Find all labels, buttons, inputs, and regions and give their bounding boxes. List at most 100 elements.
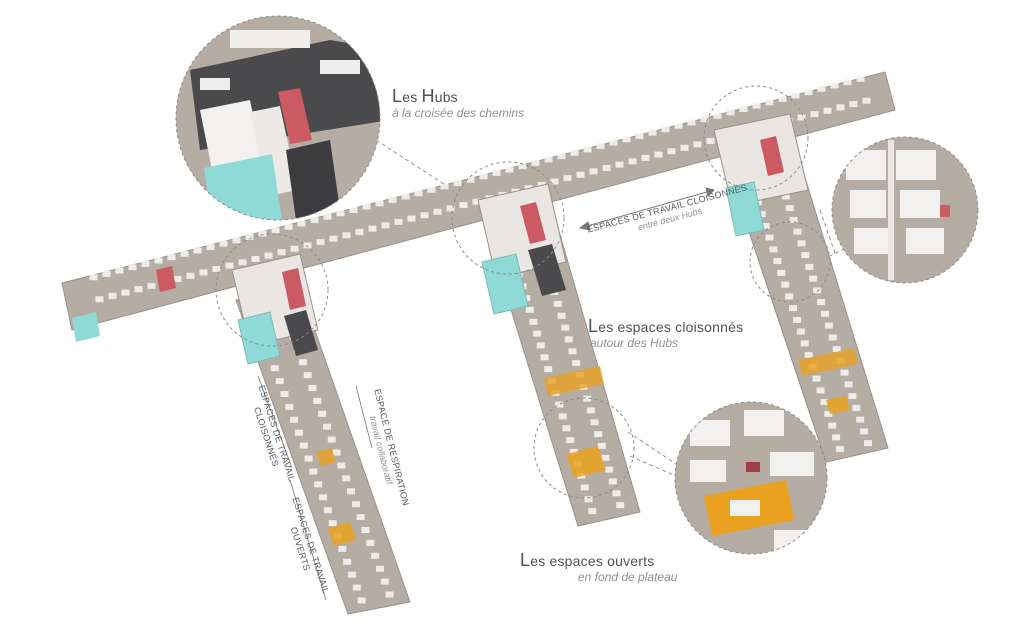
desk-right-wing bbox=[820, 399, 829, 406]
hubs-title: Les Hubs bbox=[392, 86, 458, 106]
hub-dark-mid bbox=[528, 244, 566, 296]
desk-left-wing bbox=[337, 462, 346, 469]
desk-main-corridor bbox=[154, 257, 163, 264]
desk-main-corridor bbox=[368, 225, 377, 232]
desk-left-wing bbox=[343, 558, 352, 565]
desk-main-corridor bbox=[576, 171, 585, 178]
desk-main-corridor bbox=[245, 233, 254, 240]
desk-right-wing bbox=[793, 316, 801, 323]
desk-left-wing bbox=[319, 494, 327, 501]
desk-main-corridor bbox=[596, 143, 605, 149]
desk-main-corridor bbox=[349, 207, 358, 213]
desk-middle-wing bbox=[583, 395, 592, 402]
zoom-ouverts bbox=[674, 401, 828, 555]
desk-middle-wing bbox=[544, 366, 553, 373]
desk-left-wing bbox=[290, 416, 299, 423]
desk-right-wing bbox=[860, 428, 869, 435]
desk-main-corridor bbox=[199, 269, 208, 276]
desk-middle-wing bbox=[572, 360, 581, 367]
desk-right-wing bbox=[809, 275, 818, 282]
desk-main-corridor bbox=[856, 75, 865, 82]
desk-main-corridor bbox=[602, 165, 611, 171]
yellow-zone-right-2 bbox=[826, 396, 850, 414]
desk-main-corridor bbox=[290, 245, 299, 252]
desk-left-wing bbox=[295, 429, 303, 436]
desk-right-wing bbox=[781, 193, 790, 200]
desk-right-wing bbox=[757, 211, 766, 218]
desk-main-corridor bbox=[329, 235, 338, 242]
desk-main-corridor bbox=[258, 230, 267, 237]
desk-right-wing bbox=[769, 246, 778, 253]
desk-left-wing bbox=[323, 423, 331, 430]
desk-left-wing bbox=[280, 391, 289, 397]
desk-main-corridor bbox=[654, 151, 663, 158]
desk-right-wing bbox=[848, 393, 857, 400]
desk-main-corridor bbox=[147, 282, 156, 289]
desk-main-corridor bbox=[284, 223, 293, 230]
desk-main-corridor bbox=[206, 244, 215, 250]
desk-main-corridor bbox=[700, 116, 709, 123]
desk-left-wing bbox=[357, 597, 366, 604]
desk-main-corridor bbox=[401, 193, 410, 200]
desk-left-wing bbox=[327, 436, 336, 443]
cloisonnes-subtitle: autour des Hubs bbox=[590, 335, 679, 350]
desk-right-wing bbox=[844, 381, 853, 388]
stair-right bbox=[725, 181, 765, 237]
desk-main-corridor bbox=[843, 79, 852, 86]
desk-main-corridor bbox=[336, 210, 345, 217]
desk-left-wing bbox=[352, 584, 361, 591]
desk-main-corridor bbox=[830, 82, 839, 89]
desk-main-corridor bbox=[95, 296, 104, 303]
desk-main-corridor bbox=[193, 247, 202, 254]
arrow-between-hubs bbox=[578, 187, 715, 231]
desk-main-corridor bbox=[849, 101, 858, 108]
desk-right-wing bbox=[824, 322, 833, 329]
desk-main-corridor bbox=[232, 237, 241, 244]
hub-core-right bbox=[713, 113, 809, 207]
desk-main-corridor bbox=[303, 242, 312, 249]
desk-middle-wing bbox=[566, 437, 575, 444]
desk-right-wing bbox=[777, 269, 786, 276]
highlight-circles bbox=[215, 85, 831, 499]
desk-main-corridor bbox=[505, 166, 514, 173]
desk-main-corridor bbox=[466, 176, 475, 183]
desk-main-corridor bbox=[804, 89, 813, 96]
desk-right-wing bbox=[812, 375, 821, 382]
desk-main-corridor bbox=[219, 240, 228, 247]
zoom-circle-hubs bbox=[175, 15, 381, 221]
hubs-subtitle: à la croisée des chemins bbox=[392, 105, 525, 120]
desk-right-wing bbox=[804, 352, 813, 359]
desk-main-corridor bbox=[381, 222, 390, 229]
desk-right-wing bbox=[805, 263, 814, 270]
desk-right-wing bbox=[801, 252, 810, 259]
desk-right-wing bbox=[813, 287, 822, 294]
desk-left-wing bbox=[303, 372, 312, 379]
desk-right-wing bbox=[793, 228, 802, 235]
desk-left-wing bbox=[285, 403, 294, 410]
hub-cores bbox=[72, 113, 809, 365]
desk-middle-wing bbox=[558, 413, 567, 420]
desk-left-wing bbox=[275, 378, 284, 385]
desk-main-corridor bbox=[453, 180, 462, 187]
desk-main-corridor bbox=[225, 262, 234, 269]
stair-mid bbox=[481, 253, 529, 315]
desk-left-wing bbox=[385, 591, 394, 598]
desk-main-corridor bbox=[115, 267, 124, 274]
yellow-zone-mid-1 bbox=[544, 366, 604, 396]
desk-middle-wing bbox=[525, 306, 534, 313]
desk-main-corridor bbox=[544, 156, 553, 163]
desk-right-wing bbox=[789, 305, 797, 312]
ouverts-label: Les espaces ouverts en fond de plateau bbox=[520, 550, 677, 584]
desk-left-wing bbox=[299, 442, 308, 449]
desk-left-wing bbox=[351, 501, 360, 508]
desk-left-wing bbox=[308, 385, 317, 391]
desk-main-corridor bbox=[134, 286, 143, 293]
kitchen-mid bbox=[520, 202, 546, 244]
hub-dark-left bbox=[284, 310, 318, 356]
desk-main-corridor bbox=[186, 272, 195, 279]
desk-left-wing bbox=[318, 410, 327, 417]
desk-main-corridor bbox=[518, 163, 527, 170]
hub-circle-left bbox=[215, 233, 329, 347]
yellow-zone-mid-2 bbox=[566, 446, 606, 478]
desk-middle-wing bbox=[562, 425, 571, 432]
